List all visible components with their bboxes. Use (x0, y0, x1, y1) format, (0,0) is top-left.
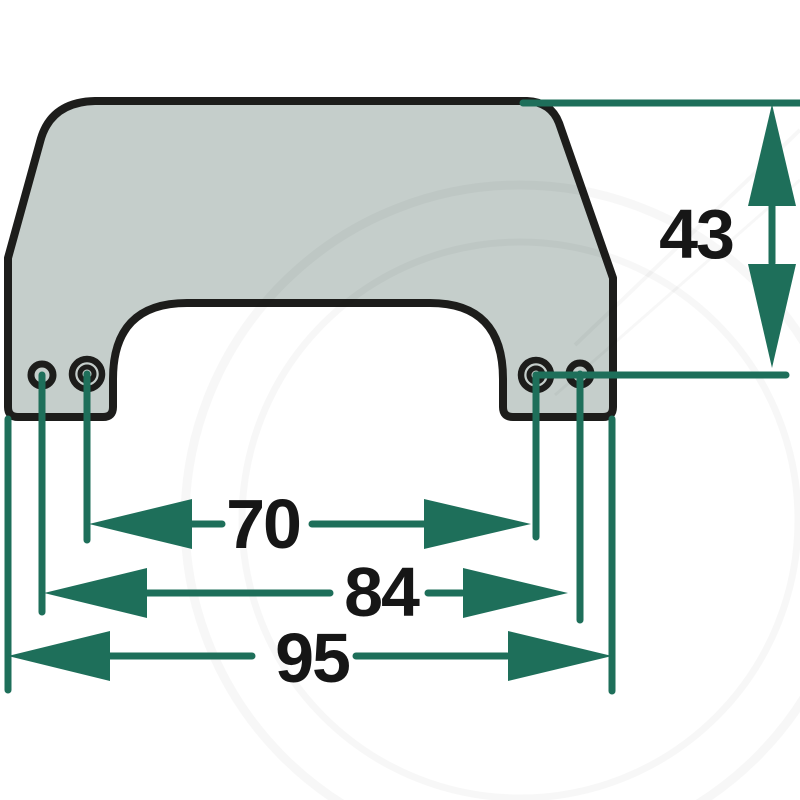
dimension-lines (4, 99, 800, 695)
dimension-arrowheads (8, 104, 796, 681)
dim-43-arrow-down (748, 264, 796, 368)
dimension-labels: 43 70 84 95 (226, 195, 735, 697)
dim-70-label: 70 (226, 485, 300, 563)
dim-95-arrow-left (8, 631, 110, 681)
dim-43-arrow-up (748, 104, 796, 206)
dim-84-arrow-left (44, 568, 147, 618)
dim-43-label: 43 (659, 195, 733, 273)
dim-70-arrow-left (89, 499, 192, 549)
dim-95-label: 95 (275, 619, 349, 697)
dim-84-arrow-right (463, 568, 568, 618)
part-outline (4, 97, 617, 421)
dim-95-arrow-right (508, 631, 612, 681)
dim-70-arrow-right (424, 499, 531, 549)
dim-84-label: 84 (344, 553, 420, 631)
